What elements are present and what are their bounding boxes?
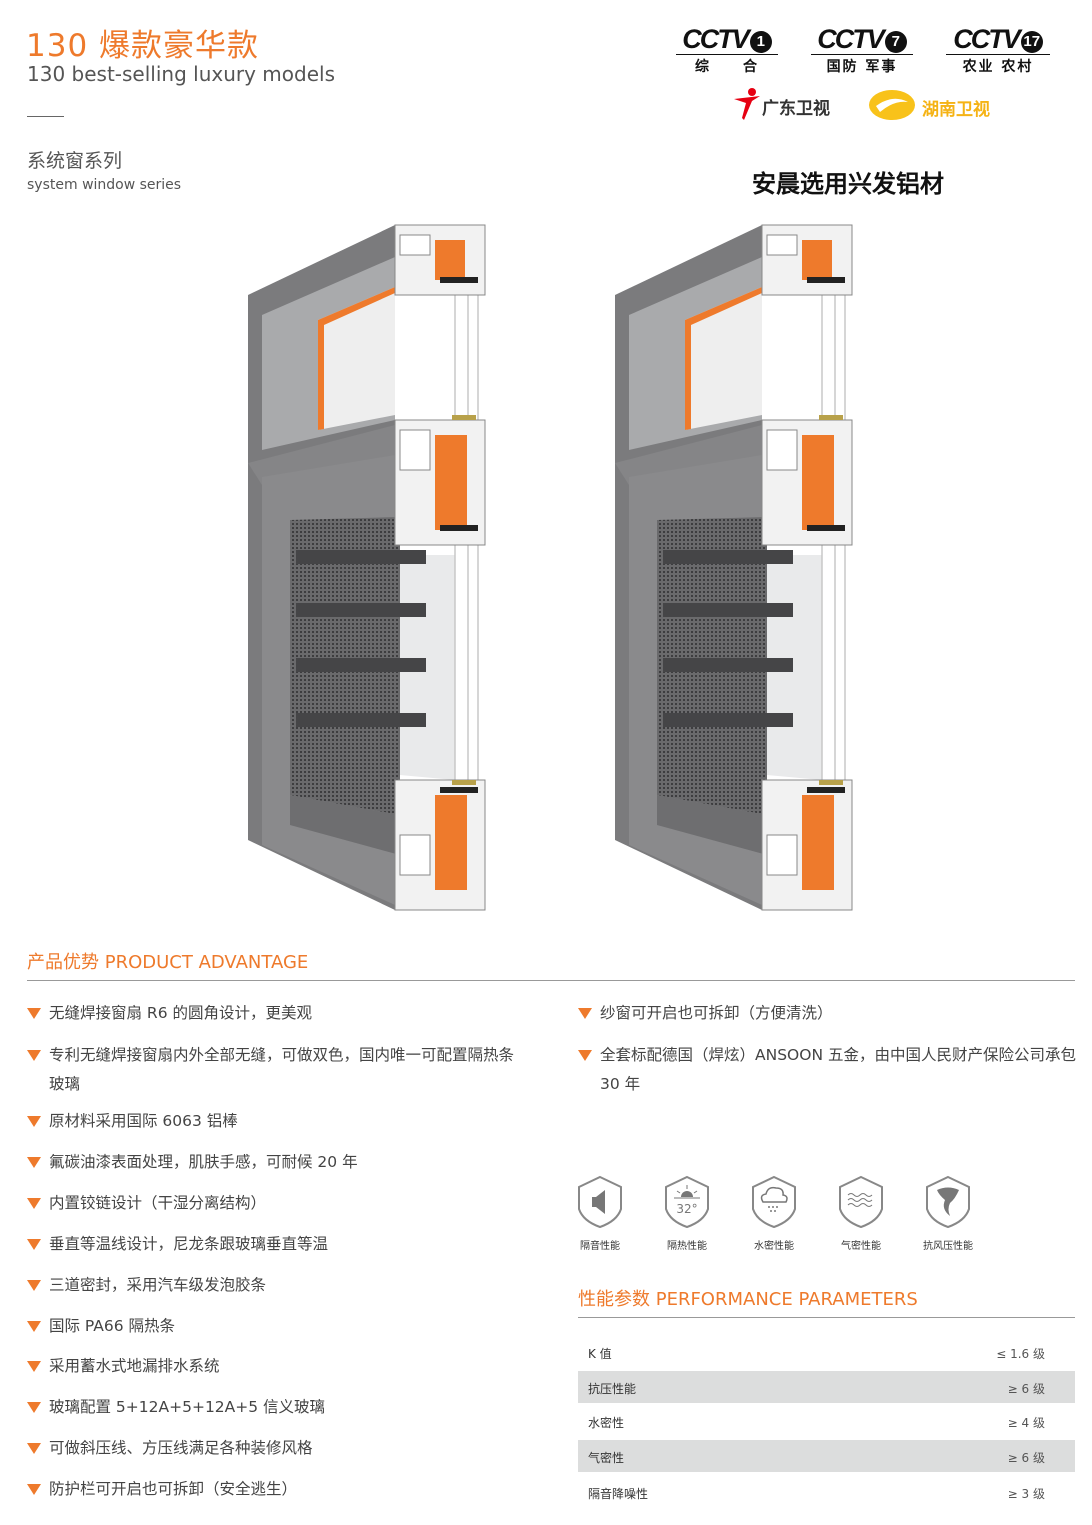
advantage-item: 国际 PA66 隔热条 — [27, 1312, 547, 1341]
bullet-triangle-icon — [27, 1116, 41, 1127]
advantage-item: 无缝焊接窗扇 R6 的圆角设计，更美观 — [27, 999, 547, 1028]
slogan: 安晨选用兴发铝材 — [752, 170, 944, 198]
bullet-triangle-icon — [27, 1239, 41, 1250]
advantage-item: 三道密封，采用汽车级发泡胶条 — [27, 1271, 547, 1300]
bullet-triangle-icon — [27, 1198, 41, 1209]
parameter-row: K 值≤ 1.6 级 — [588, 1347, 1045, 1361]
performance-icon-soundproof: 隔音性能 — [570, 1175, 630, 1252]
series-title: 系统窗系列 — [27, 150, 123, 172]
bullet-triangle-icon — [27, 1402, 41, 1413]
performance-icon-airtight: 气密性能 — [831, 1175, 891, 1252]
hunan-tv-logo: 湖南卫视 — [868, 88, 1003, 122]
svg-text:32°: 32° — [676, 1202, 697, 1216]
divider — [27, 116, 64, 117]
performance-icon-wind: 抗风压性能 — [918, 1175, 978, 1252]
bullet-triangle-icon — [27, 1443, 41, 1454]
parameter-row: 隔音降噪性≥ 3 级 — [588, 1487, 1045, 1501]
speaker-icon — [578, 1175, 622, 1229]
advantage-item: 纱窗可开启也可拆卸（方便清洗） — [578, 999, 1078, 1028]
window-right — [614, 224, 853, 911]
advantage-item: 内置铰链设计（干湿分离结构） — [27, 1189, 547, 1218]
series-subtitle: system window series — [27, 177, 182, 193]
divider — [27, 980, 1075, 981]
rain-cloud-icon — [752, 1175, 796, 1229]
page-subtitle: 130 best-selling luxury models — [27, 62, 335, 86]
advantage-title: 产品优势 PRODUCT ADVANTAGE — [27, 952, 309, 973]
advantage-item: 玻璃配置 5+12A+5+12A+5 信义玻璃 — [27, 1393, 547, 1422]
advantage-item: 可做斜压线、方压线满足各种装修风格 — [27, 1434, 547, 1463]
guangdong-tv-emblem-icon — [734, 88, 760, 120]
bullet-triangle-icon — [27, 1361, 41, 1372]
tornado-icon — [926, 1175, 970, 1229]
window-left — [247, 224, 486, 911]
parameter-row: 抗压性能≥ 6 级 — [578, 1371, 1075, 1403]
bullet-triangle-icon — [27, 1050, 41, 1061]
bullet-triangle-icon — [27, 1321, 41, 1332]
bullet-triangle-icon — [27, 1157, 41, 1168]
bullet-triangle-icon — [578, 1008, 592, 1019]
advantage-item: 防护栏可开启也可拆卸（安全逃生） — [27, 1475, 547, 1504]
parameter-row: 水密性≥ 4 级 — [588, 1416, 1045, 1430]
guangdong-tv-logo: 广东卫视 — [732, 86, 842, 122]
sun-temperature-icon: 32° — [665, 1175, 709, 1229]
air-waves-icon — [839, 1175, 883, 1229]
hunan-tv-emblem-icon — [869, 90, 915, 120]
advantage-item: 专利无缝焊接窗扇内外全部无缝，可做双色，国内唯一可配置隔热条玻璃 — [27, 1041, 527, 1099]
divider — [578, 1317, 1075, 1318]
parameter-row: 气密性≥ 6 级 — [578, 1440, 1075, 1472]
advantage-item: 采用蓄水式地漏排水系统 — [27, 1352, 547, 1381]
bullet-triangle-icon — [27, 1280, 41, 1291]
window-illustrations — [247, 224, 853, 911]
advantage-item: 氟碳油漆表面处理，肌肤手感，可耐候 20 年 — [27, 1148, 547, 1177]
performance-icon-heat: 32° 隔热性能 — [657, 1175, 717, 1252]
bullet-triangle-icon — [27, 1008, 41, 1019]
bullet-triangle-icon — [27, 1484, 41, 1495]
performance-icon-watertight: 水密性能 — [744, 1175, 804, 1252]
parameters-title: 性能参数 PERFORMANCE PARAMETERS — [578, 1289, 918, 1310]
page-title: 130 爆款豪华款 — [26, 28, 260, 64]
advantage-item: 垂直等温线设计，尼龙条跟玻璃垂直等温 — [27, 1230, 547, 1259]
advantage-item: 原材料采用国际 6063 铝棒 — [27, 1107, 547, 1136]
advantage-item: 全套标配德国（焊炫）ANSOON 五金，由中国人民财产保险公司承包 30 年 — [578, 1041, 1078, 1099]
bullet-triangle-icon — [578, 1050, 592, 1061]
